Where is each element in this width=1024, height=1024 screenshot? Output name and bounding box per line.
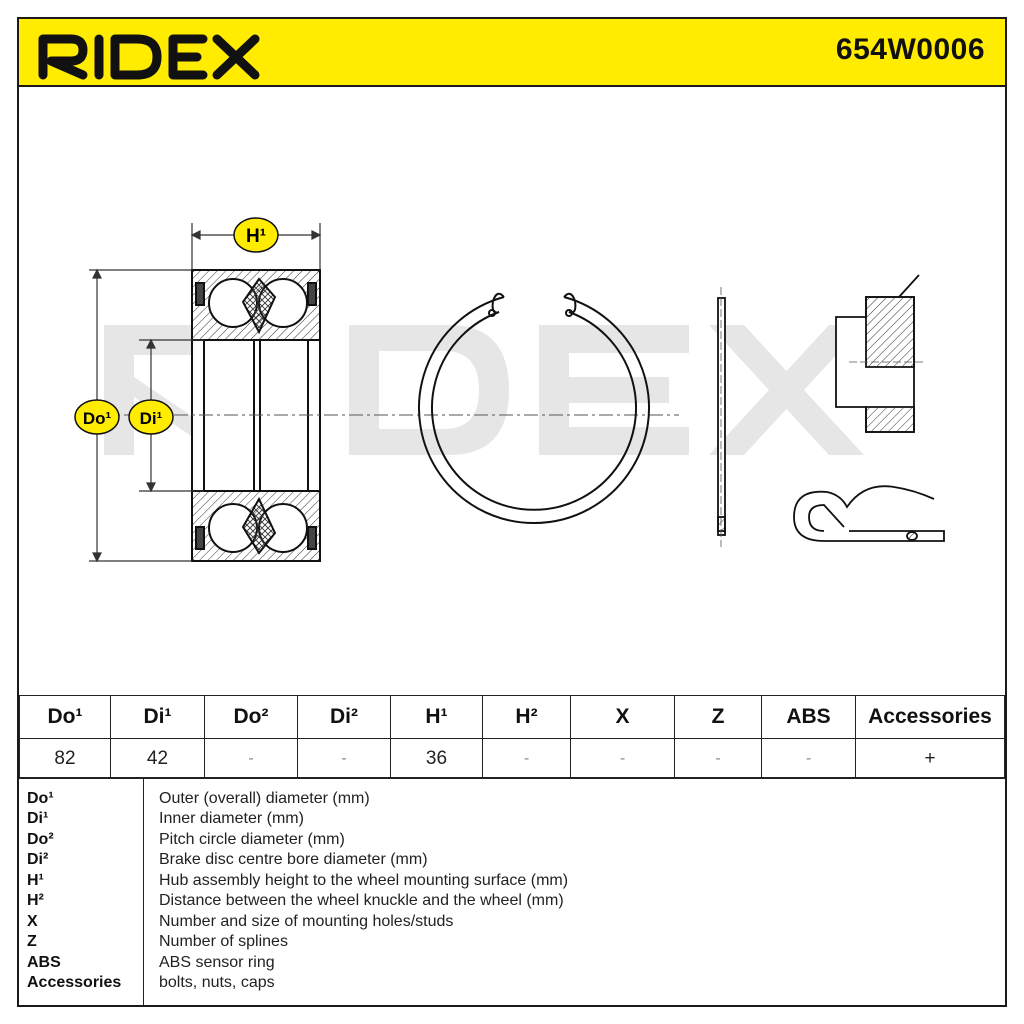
- spec-table: Do¹ Di¹ Do² Di² H¹ H² X Z ABS Accessorie…: [19, 695, 1005, 779]
- col-accessories: Accessories: [855, 695, 1005, 739]
- cotter-pin: [793, 485, 945, 542]
- hub-nut: [835, 274, 924, 433]
- val-abs: -: [761, 738, 856, 779]
- val-h1: 36: [390, 738, 483, 779]
- val-h2: -: [482, 738, 571, 779]
- watermark: [104, 325, 864, 455]
- label-do1: Do¹: [74, 399, 120, 435]
- header-bar: 654W0006: [19, 19, 1005, 87]
- spec-header-row: Do¹ Di¹ Do² Di² H¹ H² X Z ABS Accessorie…: [19, 695, 1005, 739]
- col-do2: Do²: [204, 695, 298, 739]
- part-number: 654W0006: [835, 33, 985, 66]
- val-z: -: [674, 738, 762, 779]
- col-di1: Di¹: [110, 695, 205, 739]
- technical-drawing: H¹ Do¹ Di¹: [74, 217, 945, 563]
- val-accessories: +: [855, 738, 1005, 779]
- val-x: -: [570, 738, 675, 779]
- col-abs: ABS: [761, 695, 856, 739]
- col-do1: Do¹: [19, 695, 111, 739]
- spec-values-row: 82 42 - - 36 - - - - +: [19, 738, 1005, 779]
- legend-divider: [143, 778, 144, 1006]
- ridex-logo: [38, 34, 260, 80]
- col-x: X: [570, 695, 675, 739]
- col-z: Z: [674, 695, 762, 739]
- col-h1: H¹: [390, 695, 483, 739]
- label-di1: Di¹: [128, 399, 174, 435]
- val-di2: -: [297, 738, 391, 779]
- circlip: [418, 292, 650, 524]
- col-h2: H²: [482, 695, 571, 739]
- svg-text:H¹: H¹: [246, 226, 266, 247]
- val-di1: 42: [110, 738, 205, 779]
- washer-side: [717, 287, 726, 547]
- val-do1: 82: [19, 738, 111, 779]
- svg-text:Do¹: Do¹: [83, 409, 112, 428]
- label-h1: H¹: [233, 217, 279, 253]
- val-do2: -: [204, 738, 298, 779]
- col-di2: Di²: [297, 695, 391, 739]
- svg-text:Di¹: Di¹: [140, 409, 163, 428]
- product-sheet: 654W0006: [17, 17, 1007, 1007]
